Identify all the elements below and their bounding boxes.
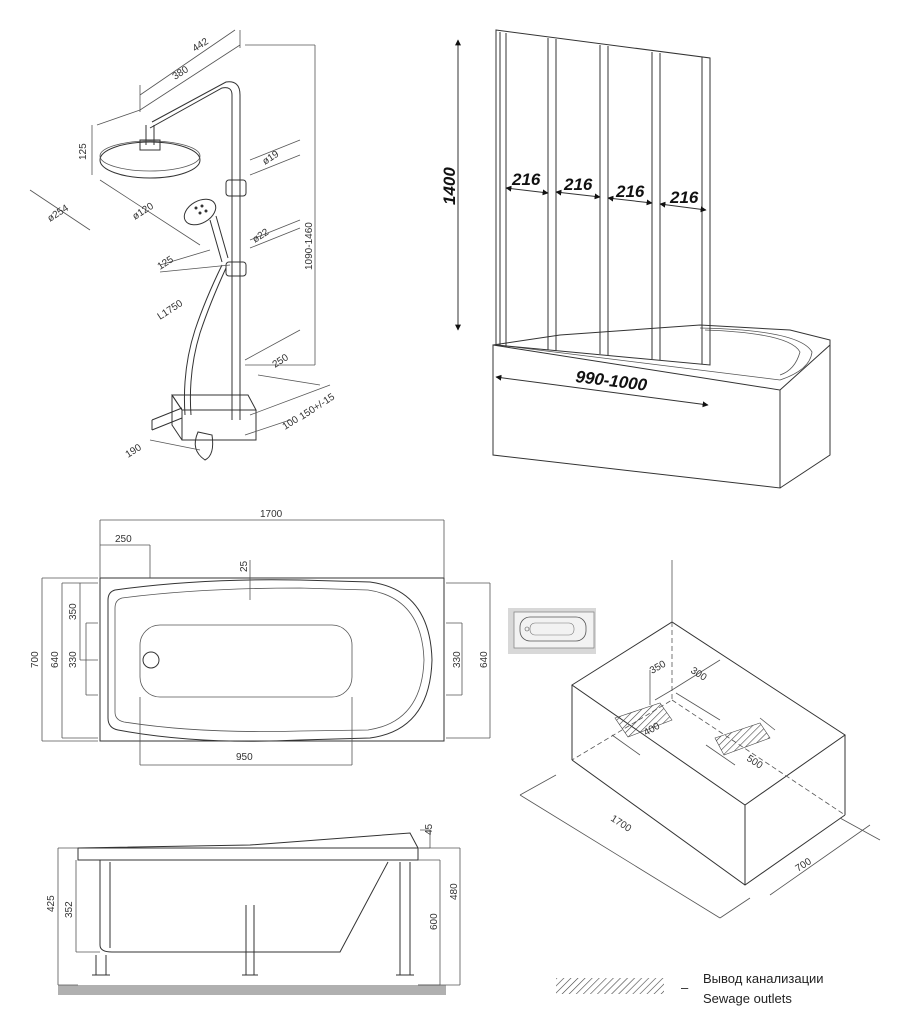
box-300: 300 <box>688 665 708 684</box>
floor <box>58 985 446 995</box>
side-45: 45 <box>424 823 435 835</box>
box-width: 700 <box>794 856 814 875</box>
plan-950: 950 <box>236 752 253 763</box>
rain-shower-head <box>99 141 201 179</box>
dim-380: 380 <box>171 64 191 83</box>
box-length: 1700 <box>608 813 633 835</box>
legend-hatch-swatch <box>556 978 664 994</box>
panel-width-4: 216 <box>669 188 699 207</box>
bathtub-side-view: 45 425 352 600 480 <box>46 823 461 995</box>
legend-dash: – <box>681 980 689 995</box>
legend-ru: Вывод канализации <box>703 971 824 986</box>
panel-width-1: 216 <box>511 170 541 189</box>
plan-640-left: 640 <box>50 651 61 668</box>
plan-length: 1700 <box>260 509 283 520</box>
bathtub-thumbnail <box>508 608 596 654</box>
sewage-outlet-1 <box>614 702 673 738</box>
dim-hose: L1750 <box>156 298 186 323</box>
box-350: 350 <box>648 659 668 677</box>
screen-width-label: 990-1000 <box>575 367 649 395</box>
dim-190: 190 <box>124 442 144 461</box>
dim-442: 442 <box>191 36 211 55</box>
dim-250: 250 <box>271 352 291 371</box>
dim-height: 1090-1460 <box>304 222 315 270</box>
panel-width-2: 216 <box>563 175 593 194</box>
plan-640-right: 640 <box>479 651 490 668</box>
side-352: 352 <box>64 901 75 918</box>
dim-d19: ø19 <box>261 149 282 168</box>
drain <box>142 651 160 669</box>
dim-150: 150+/-15 <box>298 391 338 422</box>
plan-width: 700 <box>30 651 41 668</box>
plan-330-left: 330 <box>68 651 79 668</box>
box-500: 500 <box>744 753 764 772</box>
sewage-outlet-2 <box>714 722 771 756</box>
bathtub-plan-view: 1700 250 25 700 640 350 330 330 640 950 <box>30 509 491 766</box>
screen-height-label: 1400 <box>440 167 459 205</box>
legend: – Вывод канализации Sewage outlets <box>556 971 824 1006</box>
dim-100: 100 <box>281 414 301 433</box>
dim-d120: ø120 <box>131 201 156 223</box>
dim-125-mid: 125 <box>156 254 176 273</box>
bath-screen-drawing: 1400 216 216 216 216 990-1000 <box>440 29 831 489</box>
side-425: 425 <box>46 895 57 912</box>
legend-en: Sewage outlets <box>703 991 792 1006</box>
panel-width-3: 216 <box>615 182 645 201</box>
hand-shower <box>183 198 217 226</box>
shower-system-drawing: 442 380 125 ø19 ø254 ø120 ø22 125 1090-1… <box>29 29 338 461</box>
plan-350: 350 <box>68 603 79 620</box>
dim-125-top: 125 <box>78 143 89 160</box>
plan-25: 25 <box>239 560 250 572</box>
dim-d254: ø254 <box>46 203 71 225</box>
plan-330-right: 330 <box>452 651 463 668</box>
side-600: 600 <box>429 913 440 930</box>
side-480: 480 <box>449 883 460 900</box>
dim-d22: ø22 <box>251 227 272 246</box>
plan-250: 250 <box>115 534 132 545</box>
